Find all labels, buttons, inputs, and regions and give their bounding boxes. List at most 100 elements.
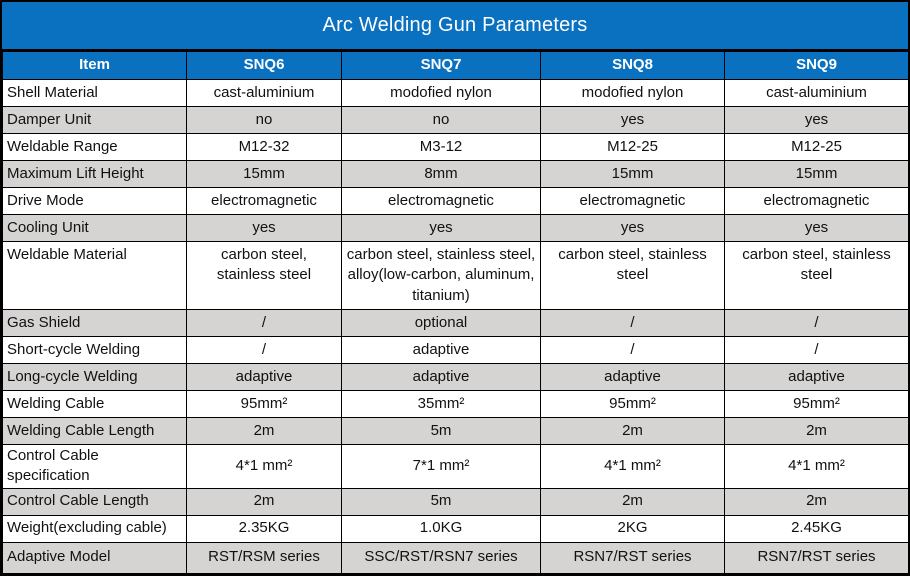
table-cell: 2KG	[540, 514, 725, 543]
table-cell: 2m	[724, 417, 909, 445]
table-cell: carbon steel, stainless steel	[540, 241, 725, 310]
table-cell: 5m	[341, 417, 541, 445]
table-cell: electromagnetic	[540, 187, 725, 215]
row-label: Cooling Unit	[2, 214, 187, 242]
table-cell: carbon steel, stainless steel, alloy(low…	[341, 241, 541, 310]
column-header-item: Item	[2, 51, 187, 80]
table-cell: 5m	[341, 487, 541, 516]
table-row: Gas Shield/optional//	[2, 309, 909, 337]
table-row: Short-cycle Welding/adaptive//	[2, 336, 909, 364]
table-cell: /	[186, 336, 342, 364]
table-cell: adaptive	[186, 363, 342, 391]
row-label: Weldable Range	[2, 133, 187, 161]
table-cell: 95mm²	[540, 390, 725, 418]
table-cell: 15mm	[724, 160, 909, 188]
row-label: Welding Cable Length	[2, 417, 187, 445]
table-cell: 7*1 mm²	[341, 444, 541, 489]
table-cell: yes	[540, 106, 725, 134]
row-label: Shell Material	[2, 79, 187, 107]
table-cell: modofied nylon	[341, 79, 541, 107]
table-cell: 2m	[186, 417, 342, 445]
table-cell: yes	[540, 214, 725, 242]
column-header-snq7: SNQ7	[341, 51, 541, 80]
table-cell: carbon steel, stainless steel	[724, 241, 909, 310]
table-cell: 15mm	[540, 160, 725, 188]
table-cell: no	[186, 106, 342, 134]
table-cell: yes	[724, 214, 909, 242]
table-cell: yes	[724, 106, 909, 134]
row-label: Short-cycle Welding	[2, 336, 187, 364]
table-cell: RST/RSM series	[186, 541, 342, 574]
table-cell: RSN7/RST series	[724, 541, 909, 574]
table-cell: adaptive	[540, 363, 725, 391]
table-cell: /	[540, 309, 725, 337]
table-cell: M12-25	[724, 133, 909, 161]
table-cell: adaptive	[724, 363, 909, 391]
table-cell: 2m	[186, 487, 342, 516]
table-cell: /	[540, 336, 725, 364]
row-label: Control Cable Length	[2, 487, 187, 516]
table-cell: electromagnetic	[724, 187, 909, 215]
row-label: Gas Shield	[2, 309, 187, 337]
column-header-snq8: SNQ8	[540, 51, 725, 80]
row-label: Drive Mode	[2, 187, 187, 215]
table-cell: no	[341, 106, 541, 134]
table-cell: 8mm	[341, 160, 541, 188]
row-label: Maximum Lift Height	[2, 160, 187, 188]
table-cell: M12-25	[540, 133, 725, 161]
column-header-snq9: SNQ9	[724, 51, 909, 80]
table-cell: carbon steel, stainless steel	[186, 241, 342, 310]
table-cell: /	[724, 309, 909, 337]
table-cell: /	[186, 309, 342, 337]
row-label: Adaptive Model	[2, 541, 187, 574]
table-cell: /	[724, 336, 909, 364]
table-cell: 4*1 mm²	[186, 444, 342, 489]
table-cell: 35mm²	[341, 390, 541, 418]
row-label: Long-cycle Welding	[2, 363, 187, 391]
table-cell: adaptive	[341, 363, 541, 391]
table-cell: RSN7/RST series	[540, 541, 725, 574]
table-cell: electromagnetic	[341, 187, 541, 215]
table-cell: 4*1 mm²	[540, 444, 725, 489]
table-cell: adaptive	[341, 336, 541, 364]
table-cell: yes	[186, 214, 342, 242]
table-cell: 2m	[724, 487, 909, 516]
table-cell: cast-aluminium	[724, 79, 909, 107]
table-cell: modofied nylon	[540, 79, 725, 107]
table-cell: SSC/RST/RSN7 series	[341, 541, 541, 574]
table-cell: 95mm²	[724, 390, 909, 418]
table-cell: M12-32	[186, 133, 342, 161]
table-cell: 2m	[540, 487, 725, 516]
table-cell: 4*1 mm²	[724, 444, 909, 489]
table-cell: 95mm²	[186, 390, 342, 418]
row-label: Weight(excluding cable)	[2, 514, 187, 543]
table-cell: electromagnetic	[186, 187, 342, 215]
row-label: Damper Unit	[2, 106, 187, 134]
table-cell: optional	[341, 309, 541, 337]
table-title: Arc Welding Gun Parameters	[2, 2, 908, 51]
table-cell: M3-12	[341, 133, 541, 161]
row-label: Control Cable specification	[2, 444, 187, 489]
table-cell: 2m	[540, 417, 725, 445]
row-label: Weldable Material	[2, 241, 187, 310]
table-cell: 2.35KG	[186, 514, 342, 543]
table-cell: 1.0KG	[341, 514, 541, 543]
table-cell: 2.45KG	[724, 514, 909, 543]
row-label: Welding Cable	[2, 390, 187, 418]
table-cell: cast-aluminium	[186, 79, 342, 107]
